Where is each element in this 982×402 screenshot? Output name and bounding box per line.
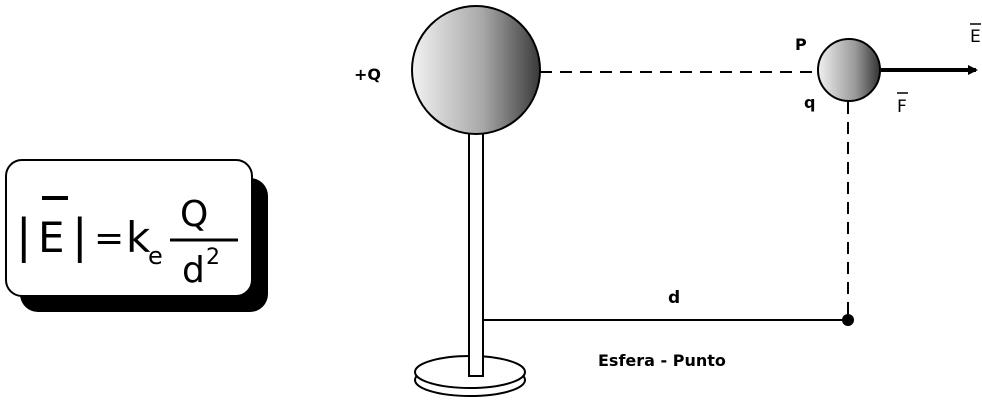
- formula-denominator: d: [182, 250, 205, 291]
- formula-denominator-exponent: 2: [206, 245, 220, 270]
- formula-numerator: Q: [180, 194, 208, 235]
- distance-label: d: [668, 288, 680, 308]
- formula-box: | E | = k e Q d 2: [5, 159, 268, 312]
- point-label: P: [795, 35, 807, 54]
- source-sphere: [411, 5, 541, 135]
- diagram-caption: Esfera - Punto: [598, 351, 726, 370]
- stand-pole: [468, 117, 484, 377]
- force-vector-label: F: [897, 97, 907, 117]
- sphere-stand: [414, 117, 526, 397]
- formula-equals: =: [94, 218, 124, 259]
- formula-abs-close: |: [72, 209, 88, 264]
- test-charge-label: q: [804, 93, 815, 112]
- test-charge-sphere: [817, 38, 881, 102]
- source-charge-label: +Q: [354, 65, 381, 84]
- formula-constant: k: [126, 213, 151, 262]
- formula-abs-open: |: [16, 209, 32, 264]
- formula-box-frame: [5, 159, 253, 297]
- formula-field-symbol: E: [38, 213, 65, 262]
- distance-endpoint-dot: [842, 314, 854, 326]
- formula-constant-subscript: e: [148, 242, 163, 270]
- field-vector-label: E: [970, 27, 981, 47]
